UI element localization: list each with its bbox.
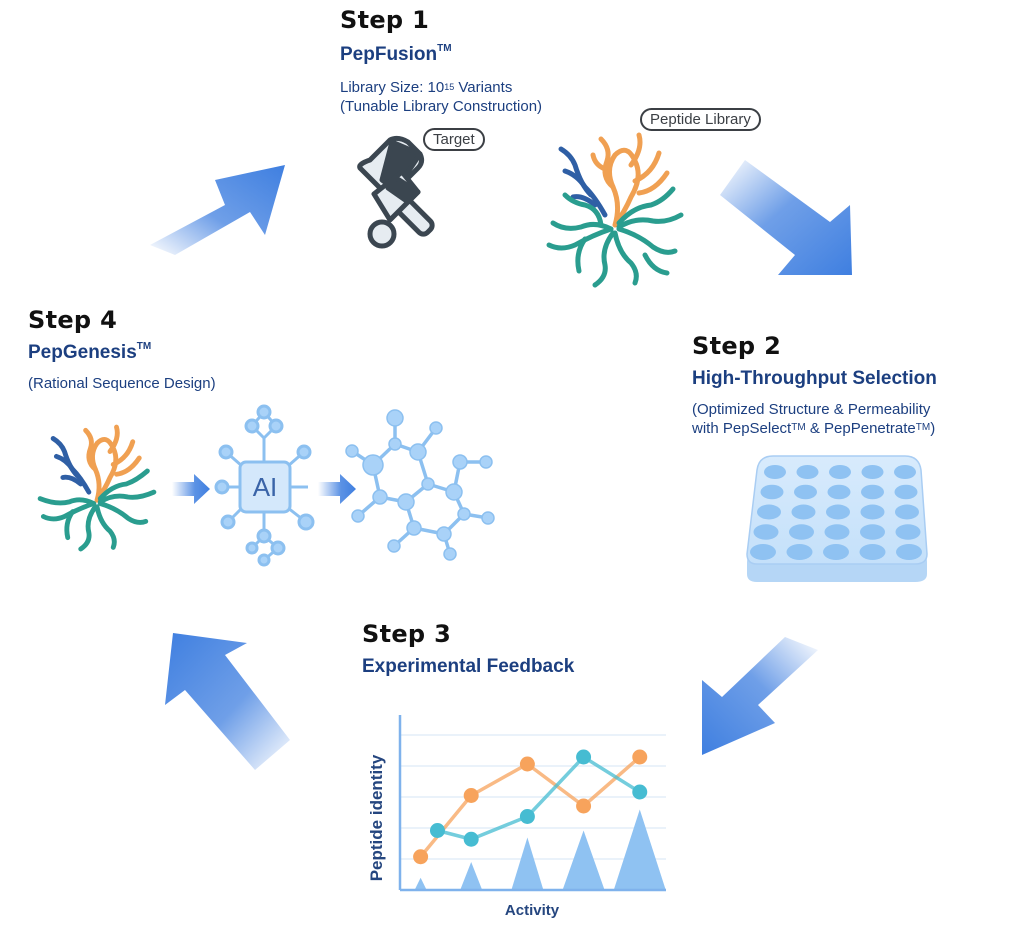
- plate-well: [860, 524, 885, 540]
- step4-name-text: PepGenesis: [28, 342, 137, 363]
- plate-well: [791, 504, 816, 520]
- data-point-orange: [413, 849, 429, 865]
- arrow-to-step2: [720, 160, 852, 275]
- data-point-orange: [519, 756, 535, 772]
- y-axis-label: Peptide identity: [367, 754, 386, 881]
- step3-name: Experimental Feedback: [362, 656, 575, 677]
- arrow-to-ai-icon: [172, 474, 210, 504]
- data-point-orange: [632, 749, 648, 765]
- plate-well: [895, 524, 921, 540]
- peptide-library-icon: [546, 132, 684, 288]
- pepselect-text: with PepSelectTM & PepPenetrateTM): [692, 420, 936, 437]
- plate-well: [750, 544, 776, 560]
- ai-chip-icon: AI: [214, 404, 315, 567]
- plate-well: [861, 465, 884, 479]
- plate-well: [895, 504, 919, 520]
- plate-well: [896, 544, 922, 560]
- optimized-structure-text: (Optimized Structure & Permeability: [692, 401, 931, 418]
- plate-well: [894, 484, 918, 500]
- plate-well: [860, 504, 885, 520]
- arrow-to-molecule-icon: [318, 474, 356, 504]
- data-point-teal: [463, 831, 479, 847]
- library-construction-text: (Tunable Library Construction): [340, 98, 543, 115]
- target-protein-icon: [357, 135, 435, 249]
- well-plate-icon: [746, 455, 928, 582]
- chart-lines: [413, 749, 648, 865]
- plate-well: [789, 524, 814, 540]
- data-point-teal: [632, 784, 648, 800]
- plate-well: [894, 465, 916, 479]
- activity-peak: [460, 862, 483, 890]
- molecule-icon: [345, 409, 495, 561]
- step1-description: Library Size: 1015 Variants (Tunable Lib…: [340, 78, 542, 116]
- plate-well: [764, 465, 786, 479]
- plate-well: [824, 524, 850, 540]
- data-point-teal: [576, 749, 592, 765]
- step1-label: Step 1: [340, 6, 430, 34]
- chart-grid: [400, 734, 666, 860]
- plate-well: [757, 504, 781, 520]
- peptide-library-icon-small: [37, 424, 157, 552]
- x-axis-label: Activity: [505, 902, 560, 919]
- step2-label: Step 2: [692, 332, 782, 360]
- plate-wells: [750, 465, 922, 560]
- step1-name: PepFusionTM: [340, 43, 452, 66]
- peptide-library-label: Peptide Library: [640, 108, 761, 131]
- plate-well: [753, 524, 779, 540]
- step2-description: (Optimized Structure & Permeability with…: [692, 400, 935, 438]
- activity-peak: [613, 809, 666, 890]
- activity-peak: [414, 877, 427, 890]
- library-size-text: Library Size: 1015 Variants: [340, 79, 513, 96]
- activity-peak: [562, 830, 605, 890]
- arrow-to-step1: [150, 165, 285, 255]
- data-point-teal: [519, 809, 535, 824]
- plate-well: [786, 544, 813, 560]
- step4-name: PepGenesisTM: [28, 341, 152, 364]
- arrow-to-step4: [165, 633, 290, 770]
- ai-chip-label: AI: [253, 472, 278, 502]
- data-point-orange: [463, 788, 479, 803]
- plate-well: [859, 544, 886, 560]
- step4-label: Step 4: [28, 306, 118, 334]
- activity-peak: [511, 837, 544, 890]
- trademark: TM: [437, 43, 452, 54]
- plate-well: [829, 465, 851, 479]
- arrow-to-step3: [702, 637, 818, 755]
- step3-label: Step 3: [362, 620, 452, 648]
- plate-well: [796, 465, 819, 479]
- plate-well: [826, 504, 850, 520]
- step1-name-text: PepFusion: [340, 44, 438, 65]
- data-point-teal: [429, 823, 445, 838]
- data-point-orange: [576, 798, 592, 814]
- trademark: TM: [136, 341, 152, 352]
- plate-well: [827, 484, 851, 500]
- chart-peaks: [414, 809, 666, 890]
- feedback-chart: Peptide identity Activity: [367, 715, 666, 919]
- plate-well: [823, 544, 849, 560]
- target-label: Target: [423, 128, 485, 151]
- plate-well: [760, 484, 784, 500]
- plate-well: [794, 484, 817, 500]
- plate-well: [861, 484, 884, 500]
- step2-name: High-Throughput Selection: [692, 368, 937, 389]
- step4-description: (Rational Sequence Design): [28, 375, 216, 392]
